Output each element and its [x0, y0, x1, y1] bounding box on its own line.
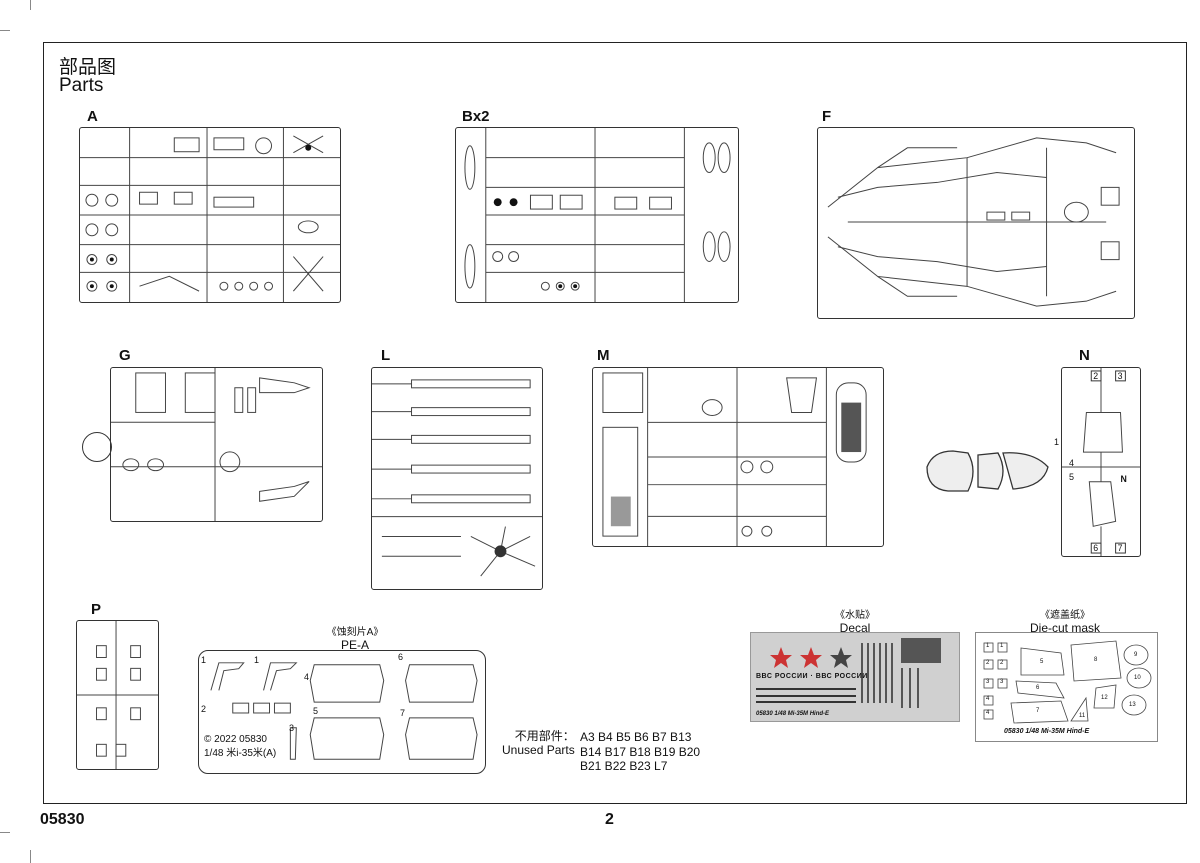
mask-number: 5: [1040, 659, 1044, 665]
mask-number: 1: [1000, 643, 1004, 649]
page-frame: [43, 42, 1187, 804]
sprue-label-a: A: [87, 108, 98, 125]
mask-caption-cn: 《遮盖纸》: [1040, 610, 1090, 621]
pe-copyright: © 2022 05830: [204, 734, 267, 745]
pe-part-number: 2: [201, 704, 207, 714]
pe-part-number: 1: [201, 655, 207, 665]
sprue-l-drawing: [371, 367, 543, 590]
decal-text: ВВС РОССИИ · ВВС РОССИИ: [756, 673, 868, 680]
svg-text:N: N: [1121, 474, 1127, 484]
mask-number: 3: [986, 679, 990, 685]
mask-number: 13: [1129, 702, 1136, 708]
mask-number: 11: [1079, 713, 1086, 719]
mask-number: 7: [1036, 708, 1040, 714]
mask-number: 4: [986, 710, 990, 716]
unused-label-cn: 不用部件：: [514, 729, 575, 743]
decal-caption-cn: 《水贴》: [835, 610, 875, 621]
pe-a-fret: [198, 650, 486, 774]
decal-caption: 《水贴》 Decal: [800, 606, 910, 635]
crop-mark: [0, 30, 10, 31]
crop-mark: [30, 0, 31, 10]
sprue-n-drawing: 2 3 6 7 N: [1061, 367, 1141, 557]
crop-mark: [0, 832, 10, 833]
n-part-number: 1: [1054, 437, 1060, 447]
n-part-number: 5: [1069, 472, 1075, 482]
sprue-label-g: G: [119, 347, 131, 364]
pe-part-number: 5: [313, 706, 319, 716]
mask-sheet: 1 1 2 2 3 3 4 4 5 6 7 8 9 10 11 12 13 05…: [975, 632, 1158, 742]
n-part-number: 4: [1069, 458, 1075, 468]
pe-caption: 《蚀刻片A》 PE-A: [300, 623, 410, 652]
sprue-label-f: F: [822, 108, 832, 125]
sprue-n-canopy: [923, 447, 1053, 495]
page-title-en: Parts: [59, 75, 104, 96]
decal-footer: 05830 1/48 Mi-35M Hind-E: [756, 711, 830, 717]
sprue-f-drawing: [817, 127, 1135, 319]
mask-number: 12: [1101, 695, 1108, 701]
pe-part-number: 6: [398, 652, 404, 662]
sprue-p-drawing: [76, 620, 159, 770]
svg-text:6: 6: [1093, 543, 1098, 553]
mask-number: 2: [1000, 660, 1004, 666]
mask-number: 3: [1000, 679, 1004, 685]
mask-number: 4: [986, 696, 990, 702]
unused-label-en: Unused Parts: [502, 743, 575, 757]
mask-caption-en: Die-cut mask: [1029, 621, 1100, 635]
mask-number: 9: [1134, 652, 1138, 658]
sprue-label-n: N: [1079, 347, 1090, 364]
mask-caption: 《遮盖纸》 Die-cut mask: [1005, 606, 1125, 635]
mask-number: 2: [986, 660, 990, 666]
pe-scale: 1/48 米i-35米(A): [204, 748, 277, 759]
product-code: 05830: [40, 811, 85, 828]
sprue-g-tab: [82, 432, 112, 462]
unused-label: 不用部件： Unused Parts: [502, 729, 575, 757]
mask-number: 6: [1036, 685, 1040, 691]
crop-mark: [30, 850, 31, 863]
sprue-label-p: P: [91, 601, 102, 618]
sprue-m-drawing: [592, 367, 884, 547]
sprue-label-b: Bx2: [462, 108, 490, 125]
pe-part-number: 4: [304, 672, 310, 682]
svg-text:7: 7: [1118, 543, 1123, 553]
unused-parts-line: B21 B22 B23 L7: [580, 759, 668, 773]
decal-caption-en: Decal: [839, 621, 871, 635]
pe-caption-en: PE-A: [340, 638, 369, 652]
pe-caption-cn: 《蚀刻片A》: [326, 627, 384, 638]
page-number: 2: [605, 811, 614, 828]
decal-sheet: ВВС РОССИИ · ВВС РОССИИ 05830 1/48 Mi-35…: [750, 632, 960, 722]
svg-text:3: 3: [1118, 371, 1123, 381]
sprue-a-drawing: [79, 127, 341, 303]
mask-footer: 05830 1/48 Mi-35M Hind-E: [1004, 728, 1090, 735]
sprue-b-drawing: [455, 127, 739, 303]
mask-number: 8: [1094, 657, 1098, 663]
pe-part-number: 1: [254, 655, 260, 665]
pe-part-number: 3: [289, 723, 295, 733]
sprue-label-l: L: [381, 347, 391, 364]
svg-text:2: 2: [1093, 371, 1098, 381]
unused-parts-list: A3 B4 B5 B6 B7 B13 B14 B17 B18 B19 B20 B…: [580, 730, 700, 774]
unused-parts-line: B14 B17 B18 B19 B20: [580, 744, 701, 759]
unused-parts-line: A3 B4 B5 B6 B7 B13: [580, 730, 692, 744]
page-title-cn: 部品图: [59, 56, 117, 78]
sprue-g-drawing: [110, 367, 323, 522]
mask-number: 1: [986, 643, 990, 649]
mask-number: 10: [1134, 675, 1141, 681]
pe-part-number: 7: [400, 708, 406, 718]
sprue-label-m: M: [597, 347, 610, 364]
